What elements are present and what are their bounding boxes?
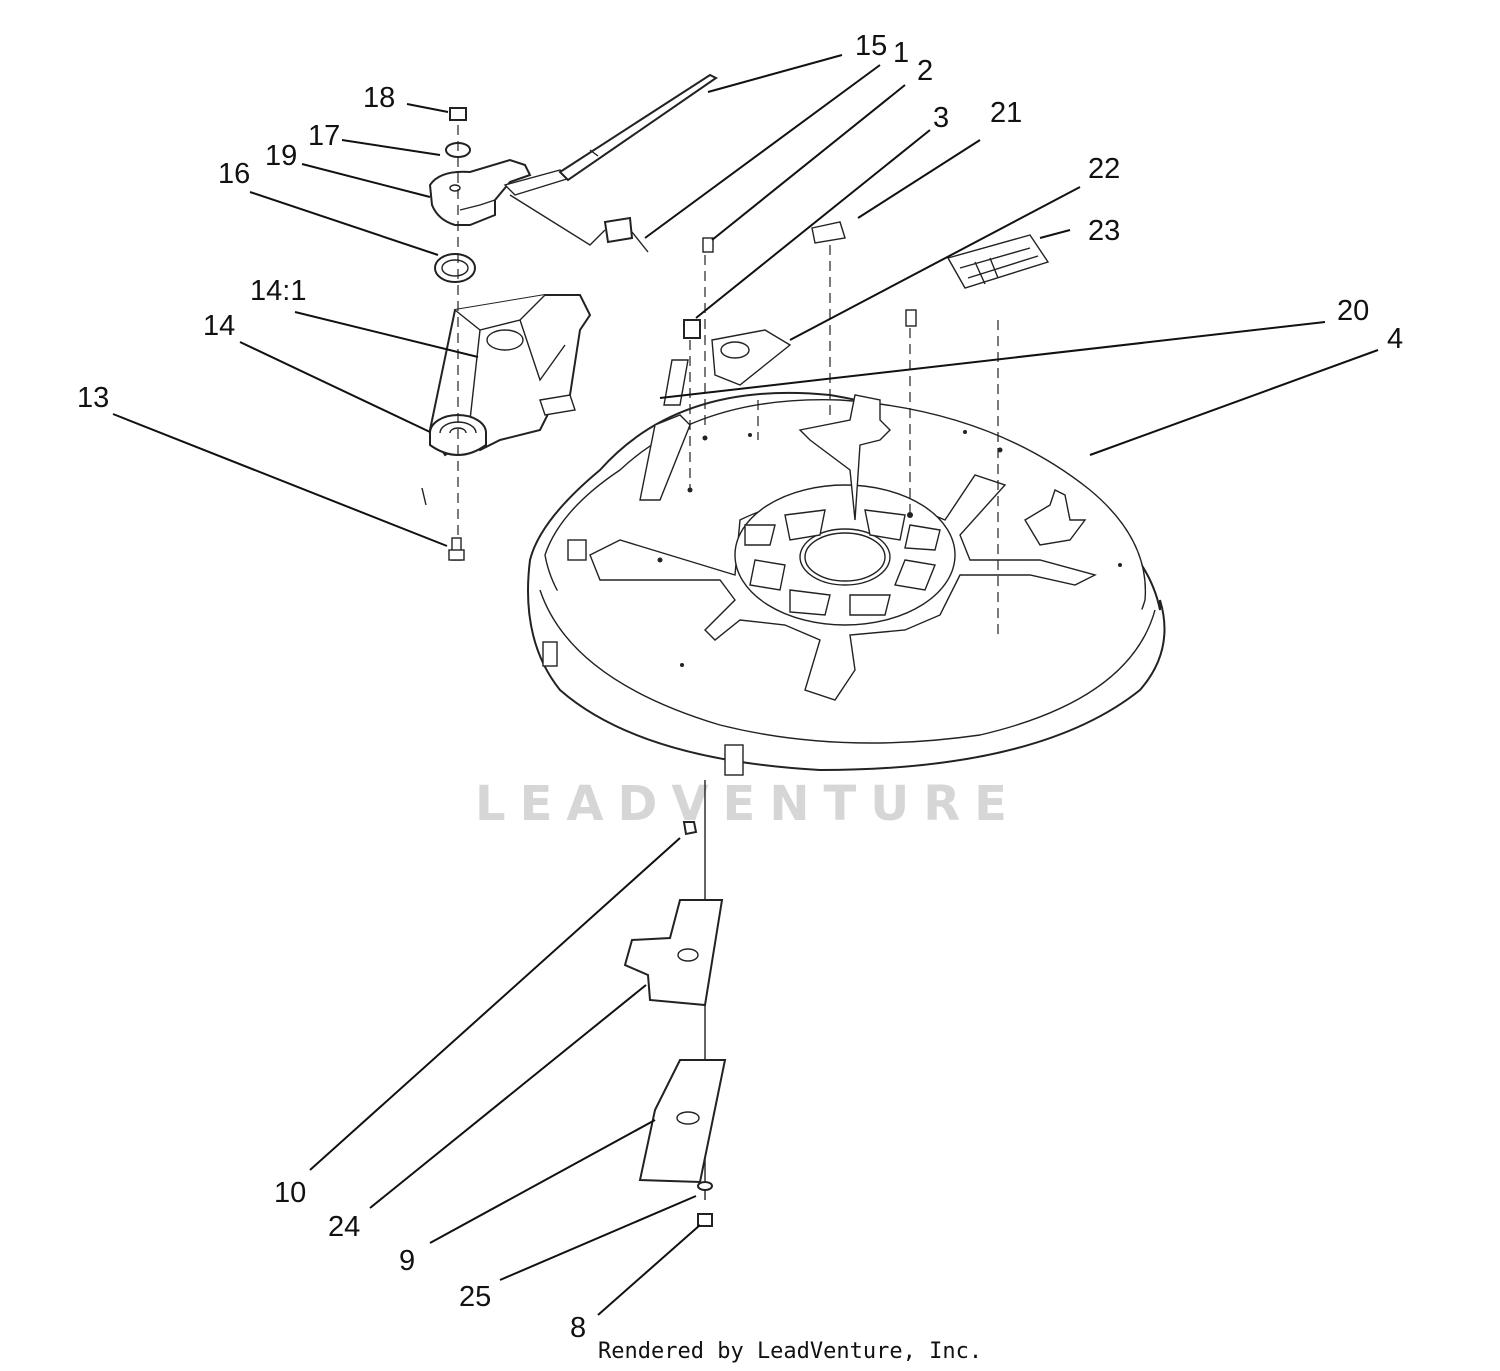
callout-14-1: 14:1 bbox=[250, 275, 306, 307]
callout-21: 21 bbox=[990, 97, 1022, 129]
nut bbox=[449, 107, 467, 121]
credit-text: Rendered by LeadVenture, Inc. bbox=[598, 1339, 982, 1364]
nut-10 bbox=[682, 821, 698, 836]
bushing bbox=[434, 253, 476, 283]
callout-4: 4 bbox=[1387, 323, 1403, 355]
bolt bbox=[421, 487, 465, 561]
rod bbox=[558, 73, 718, 182]
deck-housing bbox=[527, 391, 1166, 776]
callout-16: 16 bbox=[218, 158, 250, 190]
leader-lines bbox=[112, 54, 1379, 1316]
spring bbox=[509, 194, 649, 253]
baffle-24 bbox=[623, 899, 724, 1007]
callout-25: 25 bbox=[459, 1281, 491, 1313]
callout-24: 24 bbox=[328, 1211, 360, 1243]
callout-9: 9 bbox=[399, 1245, 415, 1277]
screw bbox=[702, 237, 917, 327]
plate-9 bbox=[638, 1059, 727, 1184]
spacer bbox=[663, 319, 701, 406]
callout-17: 17 bbox=[308, 120, 340, 152]
callout-10: 10 bbox=[274, 1177, 306, 1209]
decal-21 bbox=[811, 221, 846, 244]
callout-18: 18 bbox=[363, 82, 395, 114]
callout-22: 22 bbox=[1088, 153, 1120, 185]
callout-1: 1 bbox=[893, 37, 909, 69]
decal-22 bbox=[711, 329, 792, 386]
callout-23: 23 bbox=[1088, 215, 1120, 247]
callout-20: 20 bbox=[1337, 295, 1369, 327]
callout-15: 15 bbox=[855, 30, 887, 62]
idler-bracket bbox=[428, 294, 592, 457]
nut-8 bbox=[697, 1213, 713, 1227]
callout-8: 8 bbox=[570, 1312, 586, 1344]
pivot-arm bbox=[428, 158, 572, 226]
callout-3: 3 bbox=[933, 102, 949, 134]
callout-14: 14 bbox=[203, 310, 235, 342]
washer-25 bbox=[697, 1181, 713, 1191]
callout-13: 13 bbox=[77, 382, 109, 414]
watermark-text: LEADVENTURE bbox=[475, 776, 1021, 832]
decal-23 bbox=[946, 234, 1050, 289]
callout-19: 19 bbox=[265, 140, 297, 172]
callout-2: 2 bbox=[917, 55, 933, 87]
